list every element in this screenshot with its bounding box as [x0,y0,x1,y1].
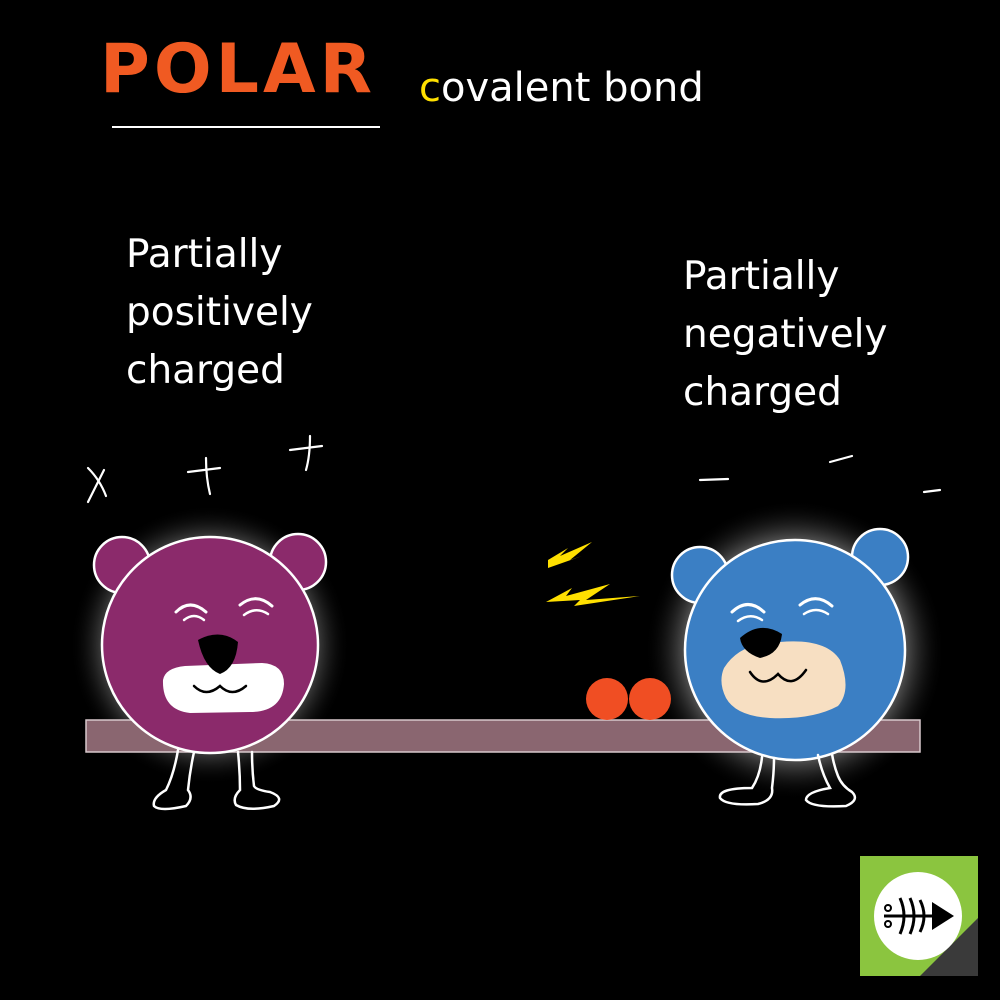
left-bear-eye [238,597,274,608]
title-covalent-bond: covalent bond [419,68,704,108]
minus-mark [922,488,942,494]
left-bear-eye [174,603,208,614]
right-atom-label: Partially negatively charged [683,248,887,422]
plus-mark [86,468,106,504]
title-sub-first-letter: c [419,65,441,111]
title-sub-rest: ovalent bond [441,65,704,111]
right-atom-bear [670,527,910,808]
right-bear-eye [802,608,830,616]
right-bear-nose [740,627,782,658]
left-atom-label: Partially positively charged [126,226,313,400]
positive-charge-marks [86,434,324,504]
right-bear-leg [718,755,776,806]
left-bear-leg [233,750,281,810]
left-bear-leg [152,748,196,811]
left-label-line: charged [126,348,285,393]
right-bear-leg [804,752,857,808]
right-label-line: charged [683,370,842,415]
lightning-bolt-icon [548,542,592,568]
right-label-line: Partially [683,254,840,299]
left-label-line: positively [126,290,313,335]
plus-mark [204,456,212,496]
plus-mark [288,444,324,452]
lightning-bolt-icon [546,584,640,606]
left-bear-eye [242,609,270,617]
plus-mark [304,434,312,472]
left-label-line: Partially [126,232,283,277]
left-bear-eye [182,614,206,622]
plus-mark [186,466,222,474]
right-bear-eye [798,597,834,608]
fishbone-play-logo-icon [860,856,978,976]
right-bear-mouth [748,668,808,683]
title-underline [112,126,380,128]
minus-mark [828,454,854,464]
left-atom-bear [92,532,328,811]
shared-electron [629,678,671,720]
right-bear-eye [736,615,764,623]
right-bear-eye [730,603,766,614]
left-bear-mouth [192,684,248,694]
minus-mark [698,477,730,482]
title-polar: POLAR [100,30,376,109]
left-bear-nose [198,634,238,674]
shared-electron [586,678,628,720]
negative-charge-marks [698,454,942,494]
right-label-line: negatively [683,312,888,357]
